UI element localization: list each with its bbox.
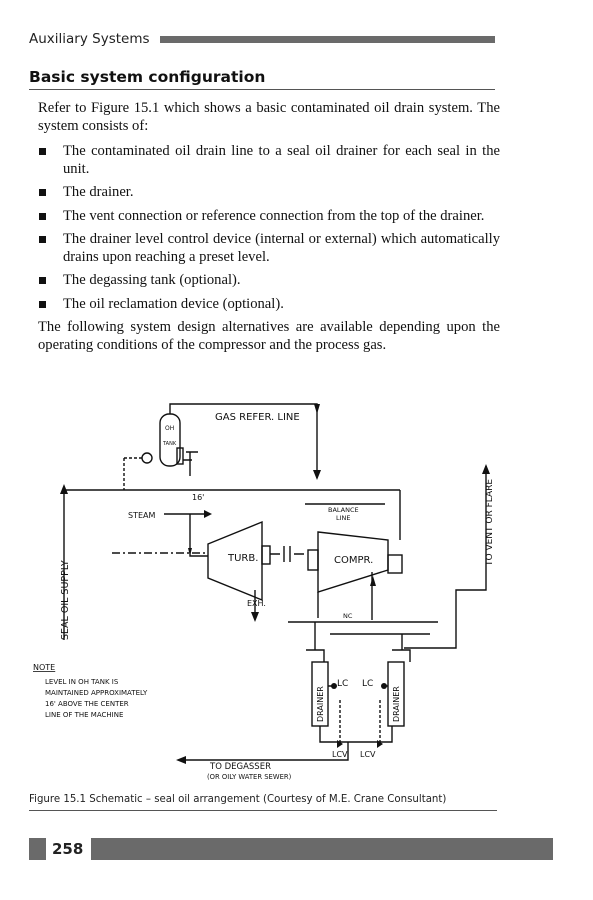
bullet-icon [39, 300, 46, 308]
figure-caption: Figure 15.1 Schematic – seal oil arrange… [29, 794, 447, 805]
list-item: The degassing tank (optional). [38, 272, 500, 290]
section-heading: Basic system configuration [29, 68, 266, 86]
vent-or-flare-label: TO VENT OR FLARE [485, 479, 495, 567]
steam-label: STEAM [128, 511, 155, 520]
bullet-icon [39, 277, 46, 284]
steam-arrow-icon [204, 510, 212, 518]
body-text: Refer to Figure 15.1 which shows a basic… [38, 100, 500, 354]
section-rule [29, 89, 495, 90]
lcv-valve-left-icon [337, 740, 343, 748]
intro-paragraph: Refer to Figure 15.1 which shows a basic… [38, 100, 500, 134]
bullet-icon [39, 189, 46, 196]
balance-line-label-1: BALANCE [328, 506, 359, 514]
compressor-seal-box [307, 549, 319, 571]
oh-tank-label-2: TANK [162, 441, 177, 447]
drainer-left-label: DRAINER [316, 686, 325, 722]
gas-ref-down-arrow-icon [313, 470, 321, 480]
turbine-label: TURB. [227, 553, 258, 564]
to-degasser-label: TO DEGASSER [209, 762, 271, 772]
gas-reference-line [169, 403, 318, 478]
caption-rule [29, 810, 497, 811]
turbine-casing [207, 520, 263, 602]
closing-paragraph: The following system design alternatives… [38, 319, 500, 353]
list-item: The drainer. [38, 184, 500, 202]
exhaust-label: EXH. [247, 599, 266, 608]
drainer-right-label: DRAINER [392, 686, 401, 722]
lc-right-label: LC [362, 679, 373, 689]
lc-float-left-icon [331, 683, 337, 689]
list-item: The oil reclamation device (optional). [38, 296, 500, 314]
seal-oil-supply-line [63, 489, 400, 640]
footer-bar [91, 838, 553, 860]
comp-in-arrow-icon [370, 576, 376, 586]
level-transmitter-icon [176, 447, 184, 465]
bullet-icon [39, 236, 46, 243]
oh-tank-label-1: OH [165, 425, 174, 432]
vent-line [404, 466, 487, 649]
elevation-label: 16' [192, 493, 204, 502]
lcv-valve-right-icon [377, 740, 383, 748]
level-gauge-icon [141, 452, 153, 464]
oily-sewer-label: (OR OILY WATER SEWER) [207, 773, 292, 781]
drain-outlet-line [186, 726, 393, 761]
list-item: The vent connection or reference connect… [38, 208, 500, 226]
vent-arrow-icon [482, 464, 490, 474]
page-number: 258 [52, 840, 84, 858]
coupling [270, 546, 304, 562]
drainer-right-vessel [387, 661, 405, 727]
running-header: Auxiliary Systems [29, 30, 495, 48]
note-line: LEVEL IN OH TANK IS [45, 678, 119, 686]
bullet-icon [39, 212, 46, 220]
supply-arrow-icon [60, 484, 68, 494]
balance-line-label-2: LINE [336, 514, 351, 522]
running-title: Auxiliary Systems [29, 31, 150, 47]
degasser-arrow-icon [176, 756, 186, 764]
list-item: The drainer level control device (intern… [38, 231, 500, 266]
component-list: The contaminated oil drain line to a sea… [38, 143, 500, 313]
header-bar [159, 35, 495, 43]
gas-ref-arrow-icon [314, 404, 320, 414]
note-line: 16' ABOVE THE CENTER [45, 700, 129, 708]
exhaust-line [254, 590, 256, 612]
gas-refer-line-label: GAS REFER. LINE [215, 412, 300, 423]
note-title: NOTE [33, 663, 55, 672]
footer-block [29, 838, 46, 860]
steam-line [164, 513, 208, 557]
lcv-left-label: LCV [332, 750, 348, 759]
lc-left-label: LC [337, 679, 348, 689]
nc-label: NC [343, 612, 353, 620]
lc-float-right-icon [381, 683, 387, 689]
lcv-right-label: LCV [360, 750, 376, 759]
note-line: MAINTAINED APPROXIMATELY [45, 689, 148, 697]
turbine-seal-box [261, 545, 271, 565]
bullet-icon [39, 148, 46, 155]
note-line: LINE OF THE MACHINE [45, 711, 123, 719]
list-item: The contaminated oil drain line to a sea… [38, 143, 500, 178]
exhaust-arrow-icon [251, 612, 259, 622]
seal-oil-supply-label: SEAL OIL SUPPLY [60, 560, 71, 640]
turb-in-arrow-icon [188, 548, 192, 556]
compressor-label: COMPR. [334, 555, 373, 566]
